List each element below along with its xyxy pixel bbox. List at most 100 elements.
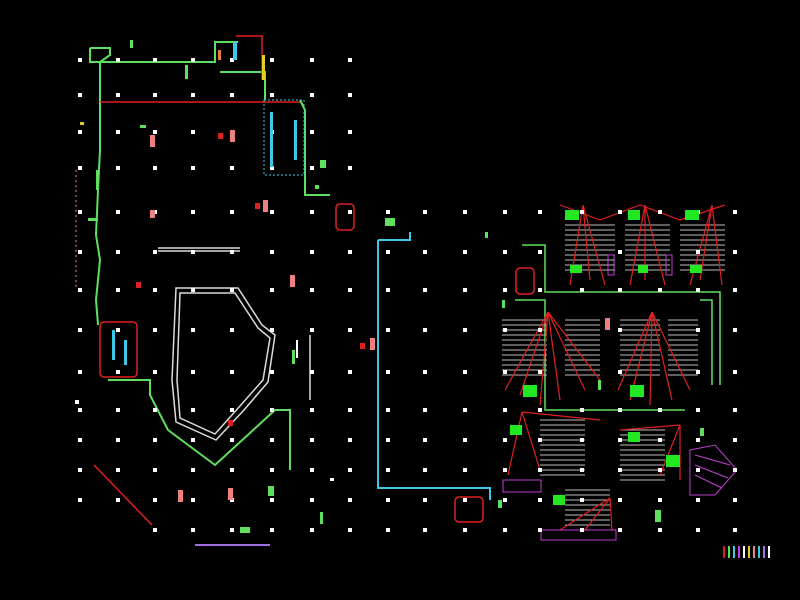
column-marker bbox=[153, 408, 157, 412]
column-marker bbox=[230, 58, 234, 62]
accent-mark bbox=[230, 130, 235, 142]
column-marker bbox=[386, 468, 390, 472]
column-marker bbox=[153, 288, 157, 292]
column-marker bbox=[386, 498, 390, 502]
column-marker bbox=[191, 93, 195, 97]
column-marker bbox=[696, 250, 700, 254]
column-marker bbox=[153, 528, 157, 532]
column-marker bbox=[270, 250, 274, 254]
column-marker bbox=[463, 438, 467, 442]
column-marker bbox=[310, 468, 314, 472]
legend-swatch bbox=[763, 546, 765, 558]
column-marker bbox=[658, 438, 662, 442]
column-marker bbox=[696, 468, 700, 472]
column-marker bbox=[153, 468, 157, 472]
fan-line bbox=[559, 497, 611, 531]
legend-swatch bbox=[738, 546, 740, 558]
accent-mark bbox=[270, 112, 273, 167]
accent-mark bbox=[130, 40, 133, 48]
accent-mark bbox=[690, 265, 702, 273]
legend-swatch bbox=[743, 546, 745, 558]
column-marker bbox=[503, 498, 507, 502]
accent-mark bbox=[385, 218, 395, 226]
column-marker bbox=[270, 210, 274, 214]
column-marker bbox=[78, 370, 82, 374]
column-marker bbox=[116, 370, 120, 374]
column-marker bbox=[538, 468, 542, 472]
column-marker bbox=[658, 468, 662, 472]
column-marker bbox=[618, 370, 622, 374]
column-marker bbox=[153, 328, 157, 332]
column-marker bbox=[538, 250, 542, 254]
column-marker bbox=[116, 408, 120, 412]
accent-mark bbox=[124, 340, 127, 365]
stair-fan-lines bbox=[504, 204, 726, 531]
column-marker bbox=[78, 328, 82, 332]
drawing-side-label bbox=[766, 250, 780, 320]
accent-mark bbox=[233, 42, 237, 60]
column-marker bbox=[116, 250, 120, 254]
column-marker bbox=[310, 166, 314, 170]
accent-mark bbox=[685, 210, 699, 220]
column-marker bbox=[696, 528, 700, 532]
column-marker bbox=[348, 438, 352, 442]
accent-mark bbox=[290, 275, 295, 287]
color-legend bbox=[723, 546, 770, 558]
column-marker bbox=[153, 58, 157, 62]
column-marker bbox=[733, 288, 737, 292]
column-marker bbox=[310, 250, 314, 254]
column-marker bbox=[503, 528, 507, 532]
column-marker bbox=[348, 166, 352, 170]
column-marker bbox=[580, 408, 584, 412]
fan-line bbox=[609, 497, 613, 531]
hatched-areas bbox=[195, 254, 738, 546]
fan-line bbox=[619, 424, 681, 431]
column-marker bbox=[618, 528, 622, 532]
accent-mark bbox=[605, 318, 610, 330]
column-marker bbox=[386, 408, 390, 412]
column-marker bbox=[310, 93, 314, 97]
column-marker bbox=[580, 468, 584, 472]
fan-line bbox=[649, 311, 653, 406]
accent-mark bbox=[320, 160, 326, 168]
column-marker bbox=[153, 166, 157, 170]
accent-mark bbox=[96, 170, 99, 190]
column-marker bbox=[78, 438, 82, 442]
column-marker bbox=[191, 498, 195, 502]
column-marker bbox=[270, 58, 274, 62]
column-marker bbox=[310, 130, 314, 134]
column-marker bbox=[230, 166, 234, 170]
fan-line bbox=[547, 311, 561, 401]
fan-line bbox=[629, 204, 646, 286]
column-marker bbox=[116, 328, 120, 332]
column-marker bbox=[270, 288, 274, 292]
column-marker bbox=[463, 328, 467, 332]
column-marker bbox=[78, 58, 82, 62]
column-marker bbox=[310, 408, 314, 412]
accent-mark bbox=[628, 432, 640, 442]
column-marker bbox=[230, 328, 234, 332]
accent-mark bbox=[360, 343, 365, 349]
column-marker bbox=[191, 468, 195, 472]
column-marker bbox=[423, 468, 427, 472]
staircases bbox=[502, 224, 725, 531]
legend-swatch bbox=[733, 546, 735, 558]
accent-mark bbox=[638, 265, 648, 273]
column-marker bbox=[463, 210, 467, 214]
column-marker bbox=[423, 408, 427, 412]
column-marker bbox=[78, 250, 82, 254]
column-marker bbox=[348, 468, 352, 472]
legend-swatch bbox=[748, 546, 750, 558]
column-marker bbox=[386, 328, 390, 332]
column-marker bbox=[696, 328, 700, 332]
column-marker bbox=[463, 288, 467, 292]
legend-swatch bbox=[723, 546, 725, 558]
column-marker bbox=[696, 288, 700, 292]
column-marker bbox=[348, 498, 352, 502]
column-marker bbox=[348, 250, 352, 254]
accent-mark bbox=[655, 510, 661, 522]
column-marker bbox=[386, 528, 390, 532]
column-marker bbox=[348, 528, 352, 532]
column-marker bbox=[386, 370, 390, 374]
